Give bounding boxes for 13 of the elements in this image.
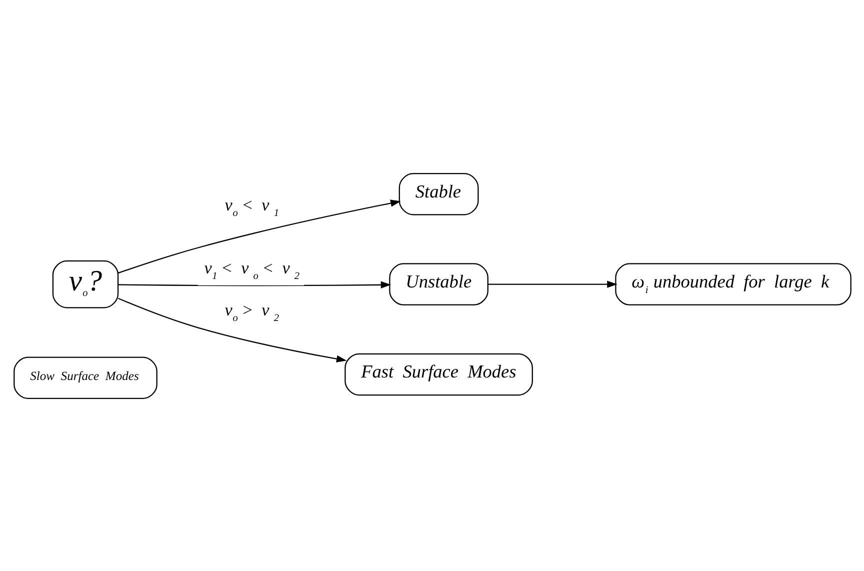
arrow <box>118 280 391 288</box>
edge-label: v$_{o}$ < v$_{1}$ <box>224 195 278 219</box>
node-box: v$_{o}$? <box>52 260 118 308</box>
edge-label: v$_{o}$ > v$_{2}$ <box>224 300 278 324</box>
node-box: Fast Surface Modes <box>344 352 532 396</box>
arrow <box>117 199 400 274</box>
edge-label: v$_{1}$ < v$_{o}$ < v$_{2}$ <box>204 258 300 282</box>
arrow <box>118 297 346 362</box>
node-box: Stable <box>398 172 478 215</box>
node-box: Slow Surface Modes <box>13 356 157 398</box>
node-box: Unstable <box>388 262 488 305</box>
node-box: ω$_{i}$ unbounded for large k <box>614 262 851 305</box>
arrow <box>488 280 617 288</box>
